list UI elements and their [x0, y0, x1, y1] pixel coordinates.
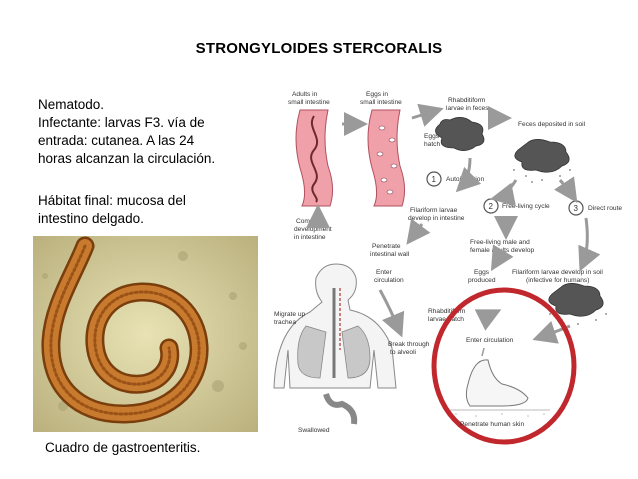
label-eggs-produced: Eggs: [474, 269, 490, 276]
foot-icon: [450, 359, 550, 417]
label-eggs-2: small intestine: [360, 99, 402, 106]
label-penetrate-wall: Penetrate: [372, 243, 401, 250]
life-cycle-diagram: Adults in small intestine Eggs in small …: [273, 91, 622, 445]
label-eggs: Eggs in: [366, 91, 388, 98]
habitat-block: Hábitat final: mucosa del intestino delg…: [38, 192, 253, 228]
route-number-3: 3: [574, 204, 579, 213]
label-migrate-trachea-2: trachea: [274, 319, 296, 326]
route-number-2: 2: [489, 202, 494, 211]
label-break-alveoli-2: to alveoli: [390, 349, 417, 356]
label-swallowed: Swallowed: [298, 427, 330, 434]
label-penetrate-skin: Penetrate human skin: [460, 421, 524, 428]
label-eggs-produced-2: produced: [468, 277, 496, 284]
label-free-living-adults: Free-living male and: [470, 239, 530, 246]
feces-icon: [435, 117, 485, 151]
larva-micrograph: [33, 236, 258, 432]
label-break-alveoli: Break through: [388, 341, 430, 348]
label-eggs-hatch-2: hatch: [424, 141, 440, 148]
label-direct-route: Direct route: [588, 205, 622, 212]
label-adults: Adults in: [292, 91, 318, 98]
highlight-ring: [431, 287, 577, 445]
description-block: Nematodo. Infectante: larvas F3. vía de …: [38, 96, 253, 168]
label-filariform-soil: Filariform larvae develop in soil: [512, 269, 603, 276]
adults-intestine-icon: [295, 109, 334, 207]
description-line: horas alcanzan la circulación.: [38, 151, 216, 166]
description-line: Infectante: larvas F3. vía de: [38, 115, 205, 130]
photo-caption: Cuadro de gastroenteritis.: [45, 440, 201, 455]
soil-feces-icon: [513, 139, 571, 183]
label-rhabditiform-feces-2: larvae in feces: [446, 105, 489, 112]
label-rhabditiform-feces: Rhabditiform: [448, 97, 486, 104]
description-line: Nematodo.: [38, 97, 105, 112]
label-free-living-cycle: Free-living cycle: [502, 203, 550, 210]
label-filariform-intestine-2: develop in intestine: [408, 215, 465, 222]
label-complete-dev: Complete: [296, 218, 325, 225]
route-number-1: 1: [432, 175, 437, 184]
label-enter-circulation-2: Enter circulation: [466, 337, 514, 344]
eggs-intestine-icon: [367, 109, 406, 207]
habitat-line: Hábitat final: mucosa del: [38, 193, 186, 208]
label-enter-circulation-2: circulation: [374, 277, 404, 284]
lungs-icon: [297, 325, 371, 379]
route-1-icon: [426, 171, 442, 187]
label-filariform-soil-2: (infective for humans): [526, 277, 589, 284]
label-migrate-trachea: Migrate up: [274, 311, 305, 318]
description-line: entrada: cutanea. A las 24: [38, 133, 195, 148]
label-filariform-intestine: Filariform larvae: [410, 207, 458, 214]
label-complete-dev-2: development: [294, 226, 332, 233]
label-rhabditiform-hatch: Rhabditiform: [428, 308, 466, 315]
label-penetrate-wall-2: intestinal wall: [370, 251, 410, 258]
label-free-living-adults-2: female adults develop: [470, 247, 534, 254]
label-adults-2: small intestine: [288, 99, 330, 106]
slide-title: STRONGYLOIDES STERCORALIS: [195, 40, 443, 57]
label-complete-dev-3: in intestine: [294, 234, 326, 241]
label-eggs-hatch: Eggs: [424, 133, 440, 140]
habitat-line: intestino delgado.: [38, 211, 144, 226]
label-enter-circulation: Enter: [376, 269, 393, 276]
label-feces-soil: Feces deposited in soil: [518, 121, 586, 128]
